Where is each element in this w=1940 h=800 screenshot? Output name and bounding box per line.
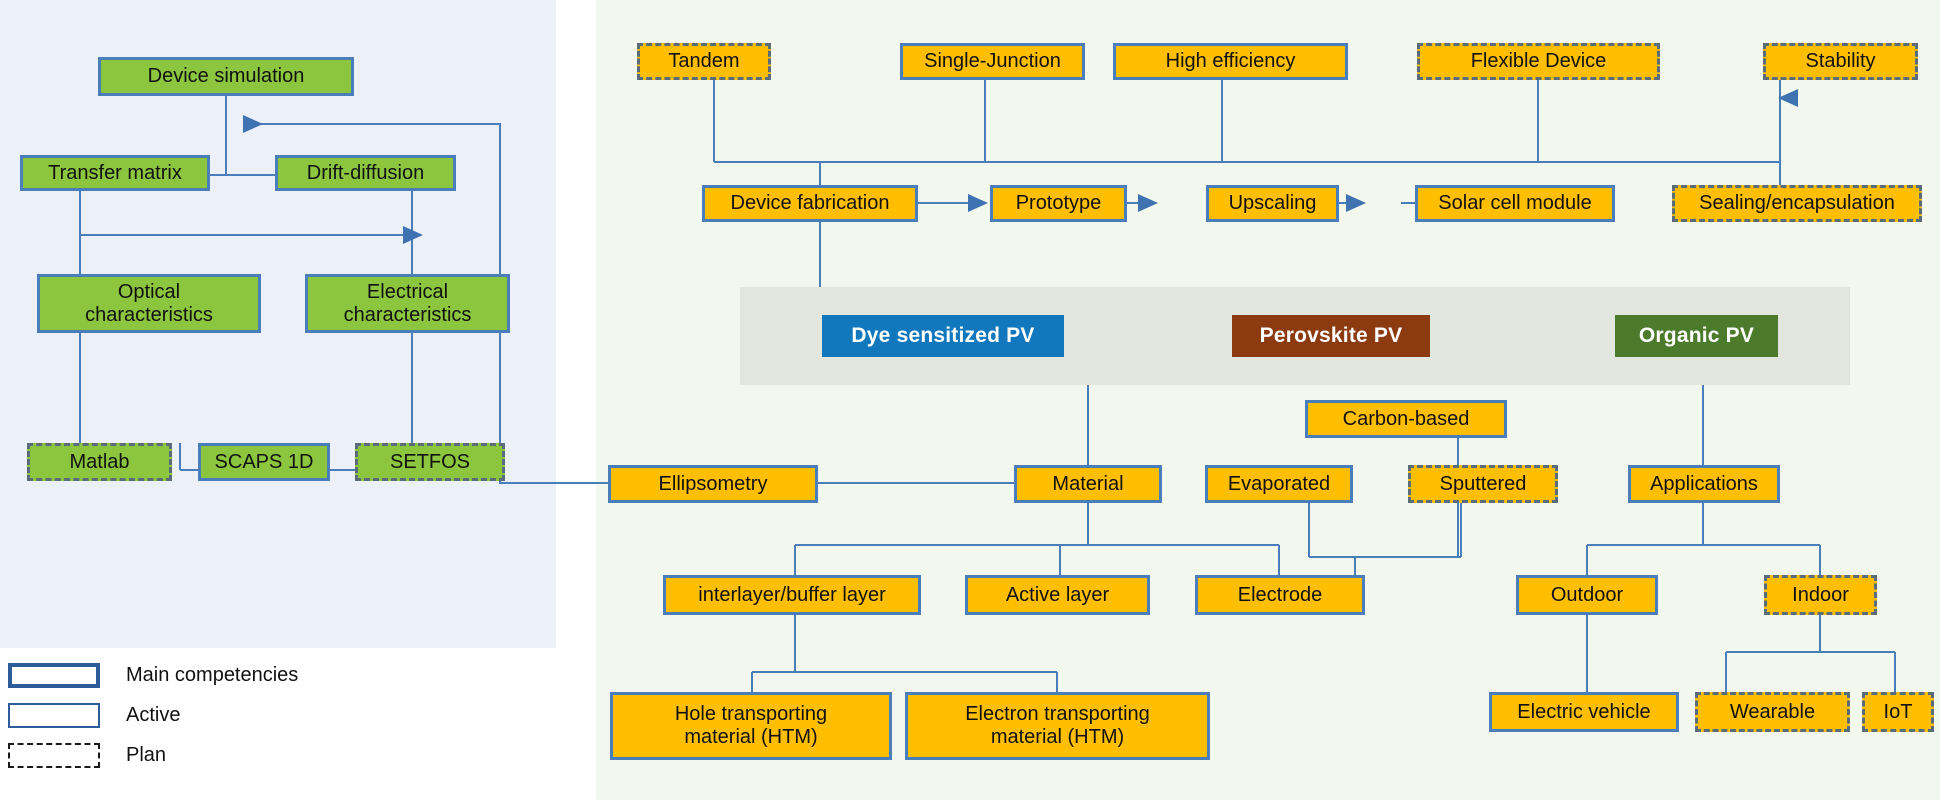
node-label-line2: material (HTM): [990, 726, 1125, 748]
node-label: Sputtered: [1439, 472, 1527, 495]
node-label: Device fabrication: [730, 192, 890, 214]
node-device-fabrication[interactable]: Device fabrication: [702, 185, 918, 222]
node-label: Stability: [1805, 50, 1876, 72]
node-indoor[interactable]: Indoor: [1764, 575, 1877, 615]
node-label: Carbon-based: [1342, 407, 1470, 430]
chip-dye-sensitized-pv[interactable]: Dye sensitized PV: [822, 315, 1064, 357]
node-matlab[interactable]: Matlab: [27, 443, 172, 481]
node-label: Prototype: [1015, 192, 1102, 214]
chip-perovskite-pv[interactable]: Perovskite PV: [1232, 315, 1430, 357]
node-drift-diffusion[interactable]: Drift-diffusion: [275, 155, 456, 191]
node-label: Electric vehicle: [1517, 700, 1651, 723]
node-high-efficiency[interactable]: High efficiency: [1113, 43, 1348, 80]
node-setfos[interactable]: SETFOS: [355, 443, 505, 481]
node-label: Ellipsometry: [658, 472, 768, 495]
node-ellipsometry[interactable]: Ellipsometry: [608, 465, 818, 503]
node-sealing-encapsulation[interactable]: Sealing/encapsulation: [1672, 185, 1922, 222]
node-label: Outdoor: [1550, 583, 1624, 606]
node-label-line2: characteristics: [85, 303, 213, 326]
node-label-line2: material (HTM): [684, 726, 818, 748]
node-label: Single-Junction: [924, 50, 1061, 72]
node-electrical-characteristics[interactable]: Electrical characteristics: [305, 274, 510, 333]
node-label: interlayer/buffer layer: [698, 583, 886, 606]
node-stability[interactable]: Stability: [1763, 43, 1918, 80]
node-label: SCAPS 1D: [214, 450, 314, 473]
node-evaporated[interactable]: Evaporated: [1205, 465, 1353, 503]
node-carbon-based[interactable]: Carbon-based: [1305, 400, 1507, 438]
node-label: High efficiency: [1165, 50, 1296, 72]
node-sputtered[interactable]: Sputtered: [1408, 465, 1558, 503]
node-wearable[interactable]: Wearable: [1695, 692, 1850, 732]
node-upscaling[interactable]: Upscaling: [1206, 185, 1339, 222]
chip-label: Perovskite PV: [1259, 324, 1403, 347]
node-transfer-matrix[interactable]: Transfer matrix: [20, 155, 210, 191]
legend-label: Plan: [126, 743, 167, 766]
legend-swatch-plan: [8, 742, 100, 768]
legend-swatch-active: [8, 702, 100, 728]
chip-label: Organic PV: [1638, 324, 1755, 347]
node-electric-vehicle[interactable]: Electric vehicle: [1489, 692, 1679, 732]
node-label: Applications: [1650, 472, 1758, 495]
node-label: Indoor: [1792, 583, 1849, 606]
node-active-layer[interactable]: Active layer: [965, 575, 1150, 615]
node-device-simulation[interactable]: Device simulation: [98, 57, 354, 96]
node-label-line1: Electrical: [366, 280, 449, 303]
node-electrode[interactable]: Electrode: [1195, 575, 1365, 615]
node-label-line1: Electron transporting: [965, 703, 1150, 725]
node-label: Material: [1052, 472, 1124, 495]
node-outdoor[interactable]: Outdoor: [1516, 575, 1658, 615]
legend-item-active: Active: [8, 700, 180, 730]
node-solar-cell-module[interactable]: Solar cell module: [1415, 185, 1615, 222]
chip-label: Dye sensitized PV: [851, 324, 1035, 347]
node-label: Matlab: [69, 450, 130, 473]
node-label: Drift-diffusion: [306, 161, 425, 184]
node-label: Electrode: [1237, 583, 1323, 606]
node-iot[interactable]: IoT: [1862, 692, 1934, 732]
node-optical-characteristics[interactable]: Optical characteristics: [37, 274, 261, 333]
node-single-junction[interactable]: Single-Junction: [900, 43, 1085, 80]
node-electron-transporting-material[interactable]: Electron transporting material (HTM): [905, 692, 1210, 760]
node-label: Sealing/encapsulation: [1699, 192, 1895, 214]
node-label-line1: Optical: [117, 280, 181, 303]
legend-label: Active: [126, 703, 181, 726]
node-prototype[interactable]: Prototype: [990, 185, 1127, 222]
node-label: Wearable: [1729, 700, 1816, 723]
legend-swatch-main-competencies: [8, 662, 100, 688]
node-label: Solar cell module: [1438, 192, 1592, 214]
node-applications[interactable]: Applications: [1628, 465, 1780, 503]
node-hole-transporting-material[interactable]: Hole transporting material (HTM): [610, 692, 892, 760]
node-tandem[interactable]: Tandem: [637, 43, 771, 80]
node-label: Active layer: [1005, 583, 1110, 606]
chip-organic-pv[interactable]: Organic PV: [1615, 315, 1778, 357]
node-interlayer-buffer-layer[interactable]: interlayer/buffer layer: [663, 575, 921, 615]
legend-label: Main competencies: [126, 663, 299, 686]
node-label: Transfer matrix: [48, 161, 182, 184]
node-label: IoT: [1883, 700, 1913, 723]
node-label: SETFOS: [389, 450, 470, 473]
node-label: Upscaling: [1228, 192, 1317, 214]
node-label: Evaporated: [1227, 472, 1331, 495]
right-panel-background: [596, 0, 1940, 800]
node-label: Flexible Device: [1470, 50, 1607, 72]
legend-item-main-competencies: Main competencies: [8, 660, 298, 690]
node-scaps-1d[interactable]: SCAPS 1D: [198, 443, 330, 481]
node-label: Device simulation: [147, 65, 305, 87]
node-label-line1: Hole transporting: [674, 703, 828, 725]
node-material[interactable]: Material: [1014, 465, 1162, 503]
legend-item-plan: Plan: [8, 740, 166, 770]
node-flexible-device[interactable]: Flexible Device: [1417, 43, 1660, 80]
node-label-line2: characteristics: [343, 303, 472, 326]
node-label: Tandem: [668, 50, 740, 72]
